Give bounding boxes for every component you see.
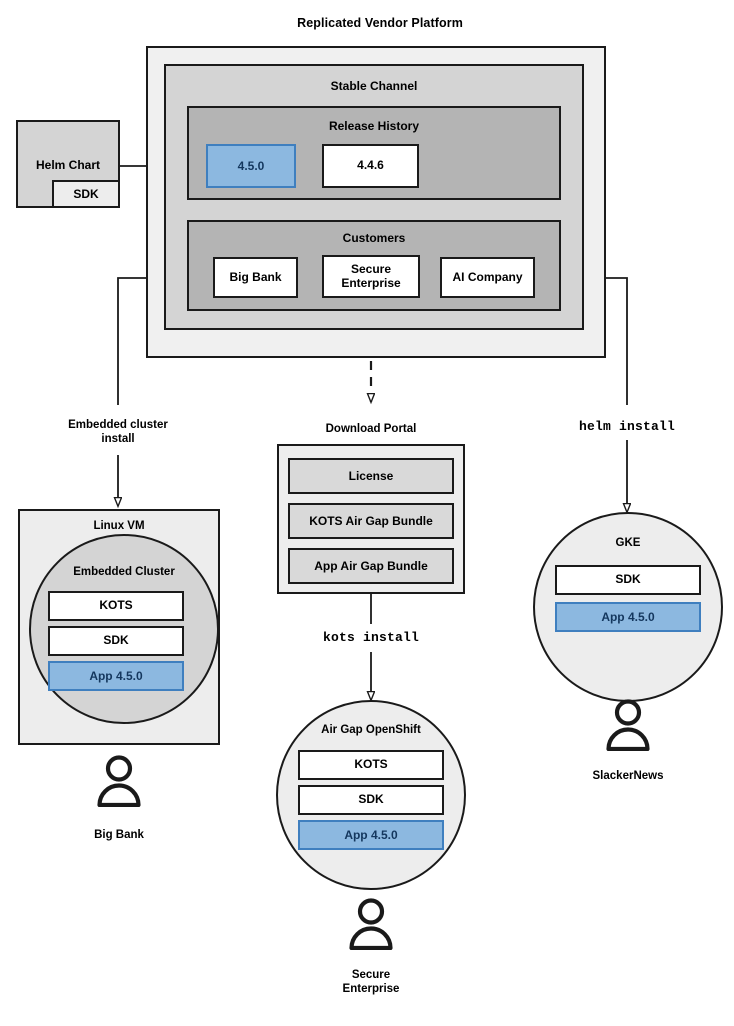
customer-secure-enterprise-line2: Enterprise [341,275,401,290]
linux-vm-title: Linux VM [93,520,145,532]
actor-label-secure-enterprise: Secure Enterprise [311,965,431,999]
edge-label-embedded-line2: install [101,433,135,445]
actor-label-secure-enterprise-line1: Secure [351,968,391,981]
openshift-component-kots[interactable]: KOTS [298,750,444,780]
release-4-4-6[interactable]: 4.4.6 [322,144,419,188]
openshift-component-sdk[interactable]: SDK [298,785,444,815]
download-artifact-app-air-gap-bundle[interactable]: App Air Gap Bundle [288,548,454,584]
edge-label-embedded-line1: Embedded cluster [68,418,168,431]
release-4-5-0[interactable]: 4.5.0 [206,144,296,188]
actor-label-secure-enterprise-line2: Enterprise [342,983,400,995]
embedded-cluster-title: Embedded Cluster [73,566,175,578]
diagram-title: Replicated Vendor Platform [297,16,463,30]
release-history-title: Release History [328,119,420,133]
customer-big-bank[interactable]: Big Bank [213,257,298,298]
download-artifact-license[interactable]: License [288,458,454,494]
helm-chart-sdk-box[interactable]: SDK [52,180,120,208]
actor-label-big-bank: Big Bank [94,828,144,841]
air-gap-openshift-title: Air Gap OpenShift [321,724,421,736]
customer-ai-company[interactable]: AI Company [440,257,535,298]
linux-vm-component-app[interactable]: App 4.5.0 [48,661,184,691]
openshift-component-app[interactable]: App 4.5.0 [298,820,444,850]
gke-component-sdk[interactable]: SDK [555,565,701,595]
edge-label-embedded-cluster-install: Embedded cluster install [38,413,198,451]
person-icon [92,755,146,807]
download-portal-title: Download Portal [325,423,417,435]
customer-secure-enterprise-line1: Secure [350,261,392,276]
helm-chart-label: Helm Chart [35,158,100,172]
edge-label-kots-install: kots install [322,629,419,645]
gke-component-app[interactable]: App 4.5.0 [555,602,701,632]
gke-title: GKE [615,537,641,549]
person-icon [344,898,398,950]
actor-label-slackernews: SlackerNews [592,769,664,782]
linux-vm-component-sdk[interactable]: SDK [48,626,184,656]
person-icon [601,699,655,751]
stable-channel-title: Stable Channel [330,79,418,93]
download-artifact-kots-air-gap-bundle[interactable]: KOTS Air Gap Bundle [288,503,454,539]
linux-vm-component-kots[interactable]: KOTS [48,591,184,621]
edge-label-helm-install: helm install [578,418,675,434]
customer-secure-enterprise[interactable]: Secure Enterprise [322,255,420,298]
customers-title: Customers [342,231,406,245]
